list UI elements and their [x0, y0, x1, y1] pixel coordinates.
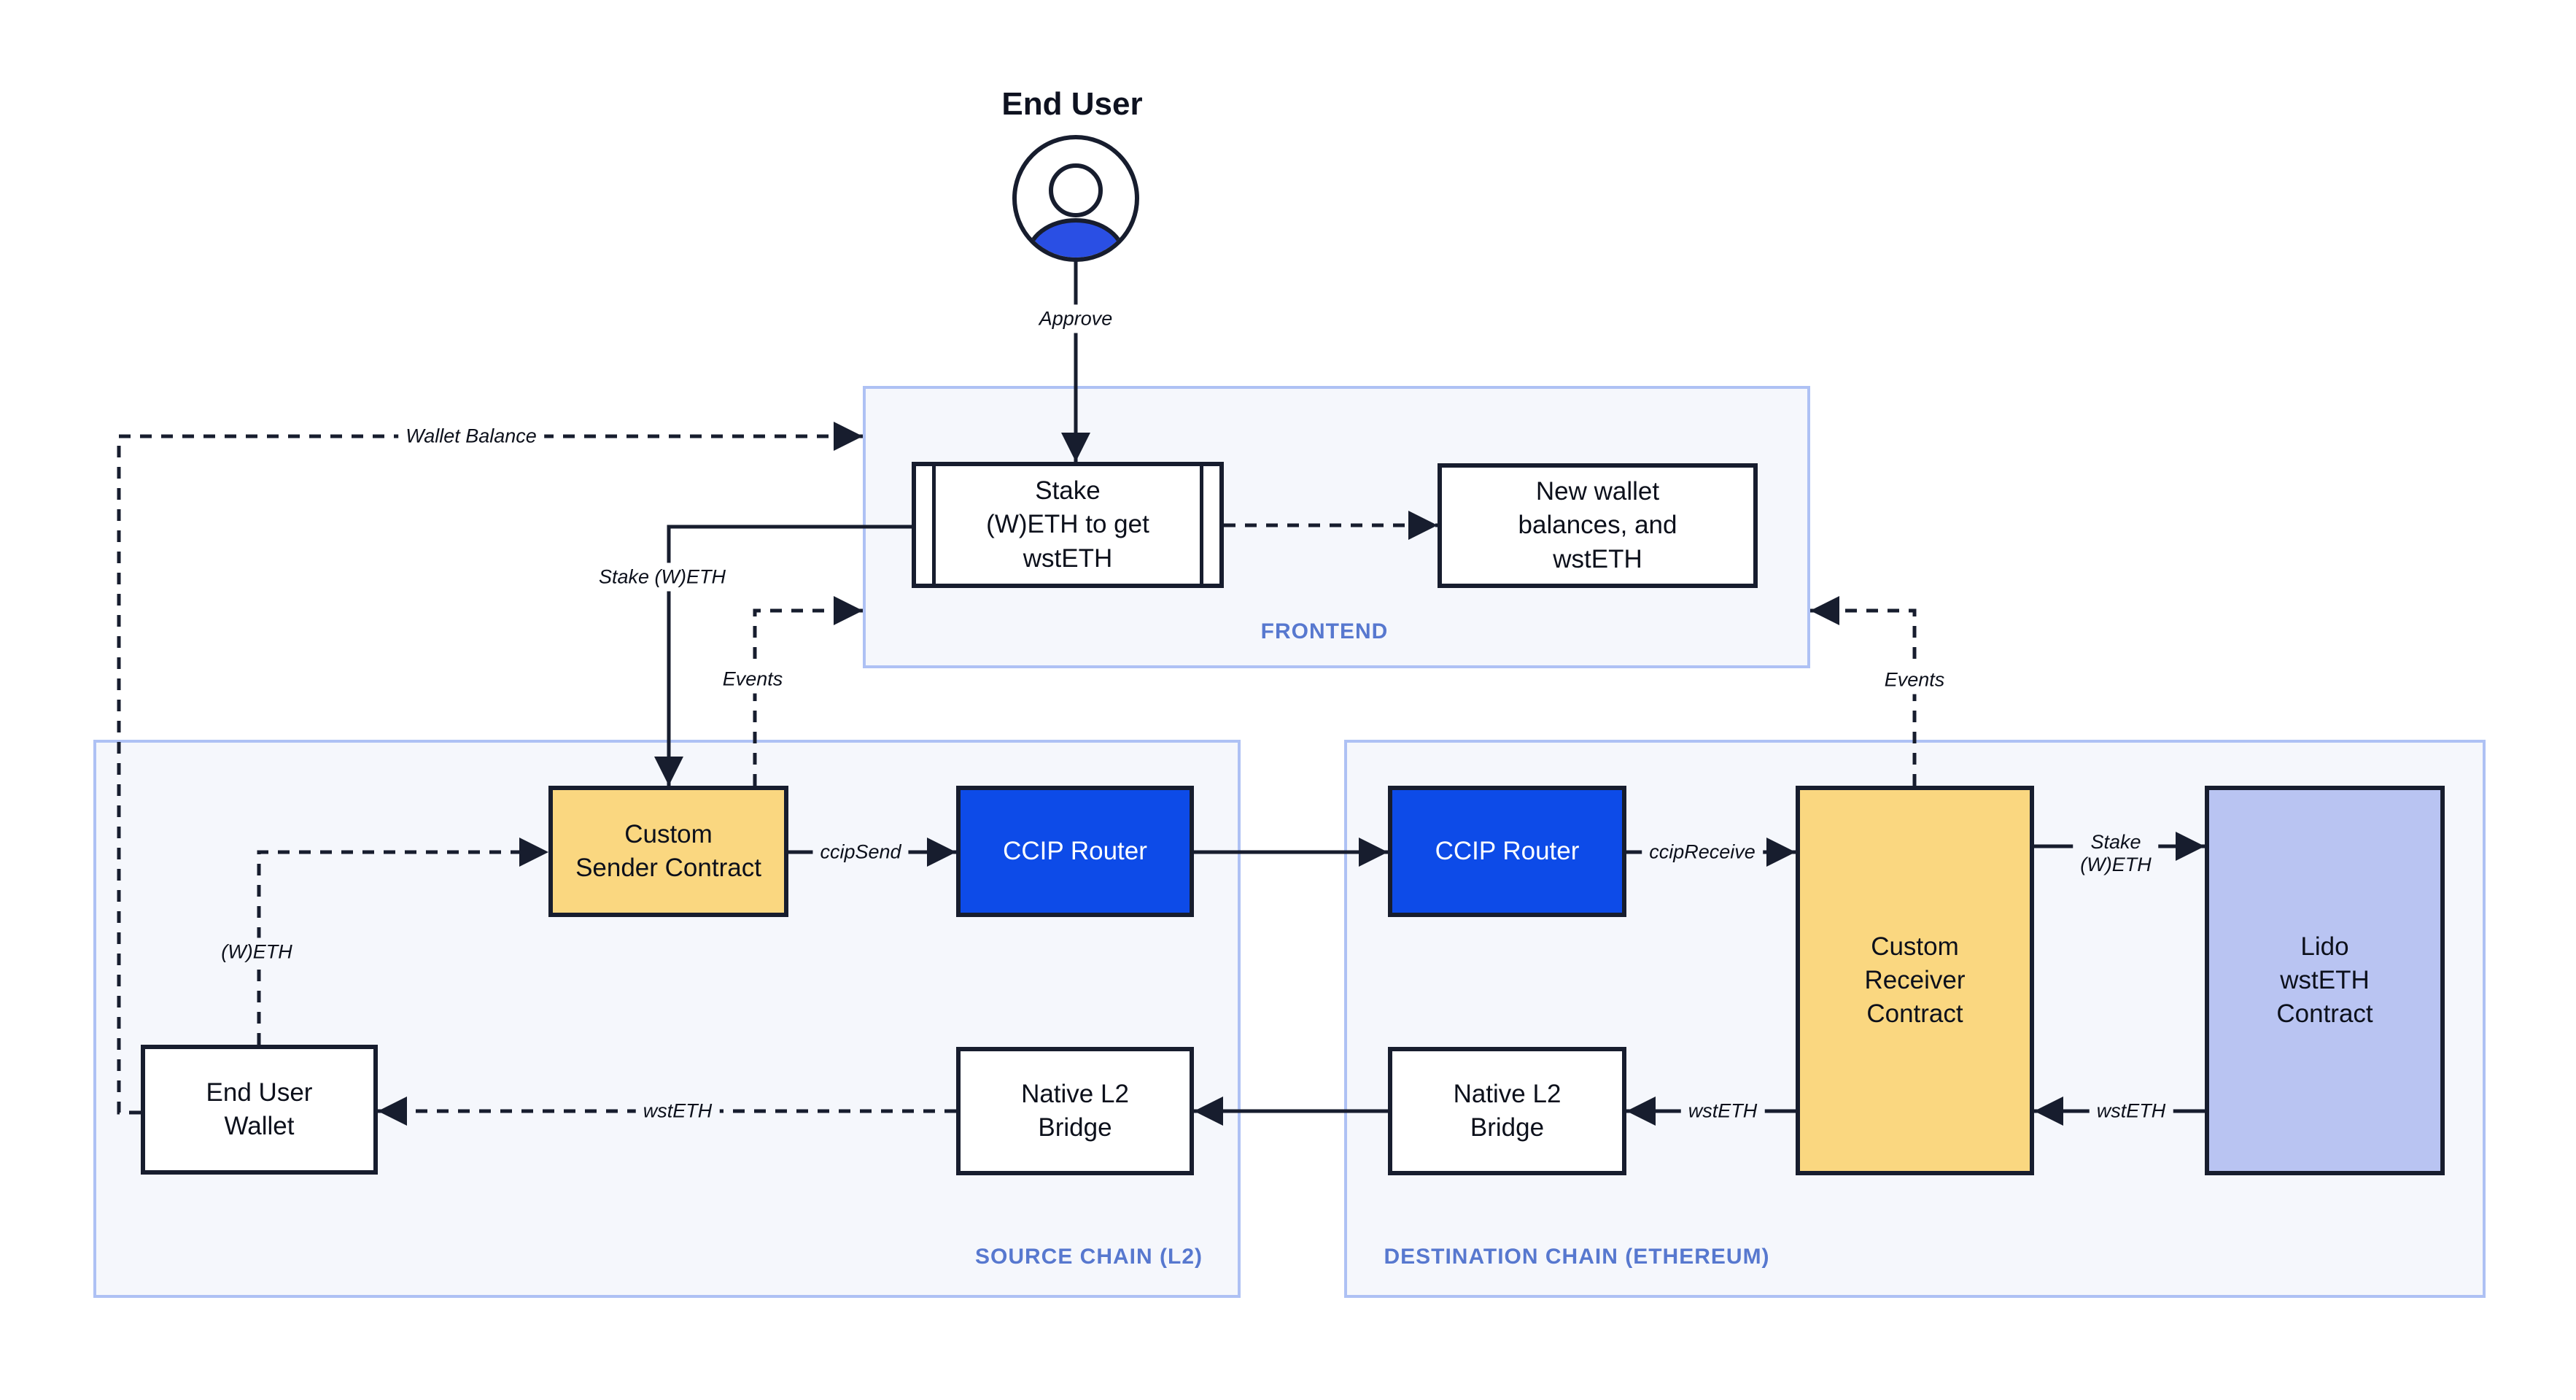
edge-events-left	[753, 596, 863, 786]
edge-stake-to-sender	[654, 525, 912, 786]
custom-receiver-text: Custom Receiver Contract	[1864, 932, 1966, 1029]
ccip-router-destination-text: CCIP Router	[1435, 836, 1580, 865]
bridge-destination-text: Native L2 Bridge	[1453, 1079, 1561, 1142]
custom-sender-node: Custom Sender Contract	[548, 786, 788, 917]
frontend-label: FRONTEND	[1260, 619, 1389, 643]
stake-widget-text: Stake (W)ETH to get wstETH	[986, 476, 1149, 573]
stake-weth-right-label: Stake (W)ETH	[2073, 827, 2159, 880]
bridge-source-text: Native L2 Bridge	[1021, 1079, 1129, 1142]
events-left-label: Events	[715, 665, 791, 694]
wsteth-right-label: wstETH	[2089, 1097, 2173, 1126]
stake-widget-node: Stake (W)ETH to get wstETH	[912, 462, 1224, 588]
ccip-router-source-text: CCIP Router	[1003, 836, 1147, 865]
edge-wallet-balance	[117, 422, 863, 1115]
events-right-label: Events	[1877, 665, 1952, 695]
subroutine-bar-right	[1200, 466, 1203, 584]
lido-wsteth-text: Lido wstETH Contract	[2276, 932, 2373, 1029]
end-user-wallet-node: End User Wallet	[141, 1045, 378, 1175]
new-wallet-text: New wallet balances, and wstETH	[1518, 477, 1677, 573]
approve-label: Approve	[1031, 304, 1120, 333]
subroutine-bar-left	[932, 466, 936, 584]
wsteth-mid-label: wstETH	[1680, 1097, 1765, 1126]
ccip-router-destination-node: CCIP Router	[1388, 786, 1626, 917]
source-chain-label: SOURCE CHAIN (L2)	[974, 1245, 1203, 1269]
lido-wsteth-node: Lido wstETH Contract	[2205, 786, 2445, 1175]
new-wallet-node: New wallet balances, and wstETH	[1438, 463, 1758, 588]
weth-label: (W)ETH	[214, 937, 300, 967]
wsteth-left-label: wstETH	[635, 1097, 720, 1126]
ccipreceive-label: ccipReceive	[1642, 838, 1763, 867]
end-user-wallet-text: End User Wallet	[206, 1078, 313, 1140]
custom-sender-text: Custom Sender Contract	[575, 819, 761, 882]
end-user-icon	[1012, 135, 1139, 262]
edge-events-right	[1810, 596, 1917, 786]
edge-weth-to-sender	[257, 838, 548, 1045]
wallet-balance-label: Wallet Balance	[398, 422, 544, 451]
stake-weth-label: Stake (W)ETH	[591, 562, 734, 592]
custom-receiver-node: Custom Receiver Contract	[1796, 786, 2034, 1175]
destination-chain-label: DESTINATION CHAIN (ETHEREUM)	[1384, 1245, 1770, 1269]
bridge-destination-node: Native L2 Bridge	[1388, 1047, 1626, 1175]
ccip-router-source-node: CCIP Router	[956, 786, 1194, 917]
bridge-source-node: Native L2 Bridge	[956, 1047, 1194, 1175]
ccipsend-label: ccipSend	[812, 838, 909, 867]
end-user-title: End User	[1001, 86, 1143, 122]
